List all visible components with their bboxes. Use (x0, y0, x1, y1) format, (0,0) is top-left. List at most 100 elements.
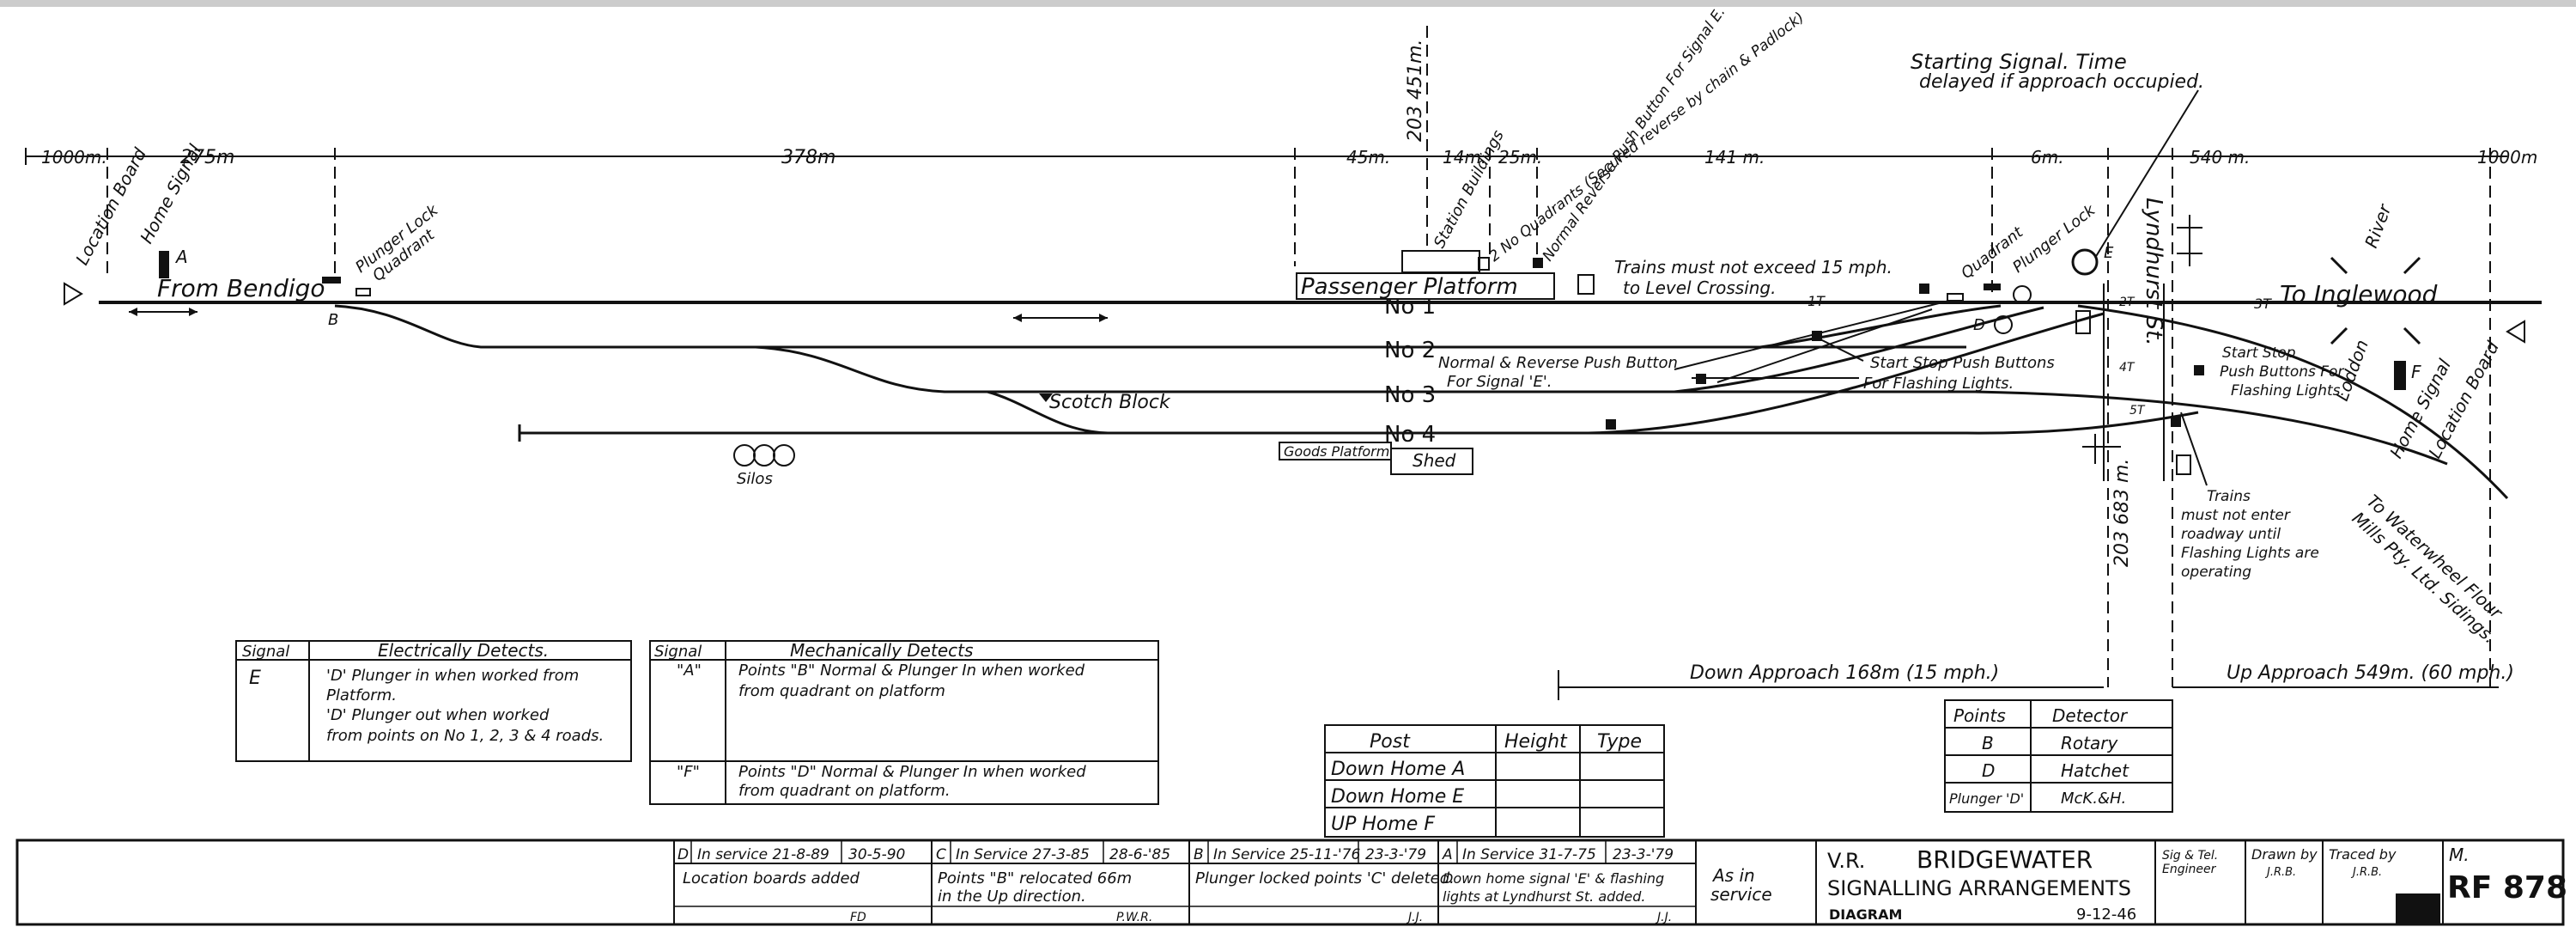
starting-signal-2: delayed if approach occupied. (1919, 71, 2204, 93)
svg-text:30-5-90: 30-5-90 (848, 846, 905, 863)
svg-text:DIAGRAM: DIAGRAM (1829, 906, 1902, 923)
dim-6: 6m. (2031, 147, 2064, 168)
title-block: D In service 21-8-89 30-5-90 Location bo… (15, 839, 2567, 926)
svg-text:FD: FD (850, 911, 866, 924)
silos: Silos (737, 470, 773, 488)
tracks (99, 301, 2542, 500)
start-stop-right-2: Push Buttons For (2220, 363, 2344, 381)
goods-platform: Goods Platform (1284, 443, 1389, 460)
svg-text:In Service 27-3-85: In Service 27-3-85 (956, 846, 1090, 863)
normal-reverse-pb-1: Normal & Reverse Push Button (1438, 354, 1678, 372)
track-4t: 4T (2119, 361, 2136, 375)
trains-not-enter-1: Trains (2207, 488, 2251, 505)
scotch-block-icon (1039, 393, 1053, 402)
svg-text:Hatchet: Hatchet (2061, 760, 2129, 781)
svg-text:Location boards added: Location boards added (683, 869, 860, 887)
signal-a-icon (159, 251, 169, 278)
road-4: No 4 (1384, 422, 1436, 448)
svg-text:"A": "A" (677, 662, 702, 680)
svg-text:D: D (677, 846, 689, 863)
trains-15mph-1: Trains must not exceed 15 mph. (1614, 257, 1893, 277)
road-3: No 3 (1384, 382, 1436, 408)
normal-reverse-pb-2: For Signal 'E'. (1447, 373, 1552, 391)
mech-detects-table: Signal Mechanically Detects "A" Points "… (649, 640, 1159, 805)
dim-14: 14m. (1443, 147, 1486, 168)
lyndhurst-st: Lyndhurst St. (2141, 198, 2166, 346)
scotch-block: Scotch Block (1049, 392, 1171, 413)
up-approach: Up Approach 549m. (60 mph.) (2227, 662, 2514, 684)
from-bendigo: From Bendigo (157, 274, 325, 302)
svg-text:Electrically Detects.: Electrically Detects. (378, 640, 549, 661)
as-in-service-1: As in (1711, 865, 1755, 886)
svg-text:J.J.: J.J. (1406, 911, 1423, 924)
svg-text:Detector: Detector (2052, 705, 2129, 726)
svg-text:Traced by: Traced by (2329, 846, 2397, 863)
svg-text:SIGNALLING ARRANGEMENTS: SIGNALLING ARRANGEMENTS (1827, 876, 2131, 900)
sig-tel-2: Engineer (2162, 863, 2217, 876)
start-stop-right-1: Start Stop (2222, 345, 2296, 362)
road-2: No 2 (1384, 338, 1436, 363)
svg-text:In Service 31-7-75: In Service 31-7-75 (1462, 846, 1596, 863)
svg-text:RF 878: RF 878 (2447, 870, 2567, 906)
trains-not-enter-4: Flashing Lights are (2181, 545, 2319, 562)
svg-text:M.: M. (2449, 845, 2470, 865)
svg-text:Rotary: Rotary (2061, 733, 2118, 753)
svg-text:Mechanically Detects: Mechanically Detects (790, 640, 973, 661)
push-button-icons (1533, 258, 2204, 475)
timer-icon (2013, 285, 2032, 304)
svg-text:23-3-'79: 23-3-'79 (1365, 846, 1426, 863)
dim-275: 275m (180, 147, 234, 168)
signal-f: F (2411, 362, 2421, 382)
dim-203451: 203 451m. (1405, 40, 1426, 142)
svg-text:'D' Plunger out when worked: 'D' Plunger out when worked (326, 706, 550, 724)
svg-text:Height: Height (1504, 731, 1568, 753)
svg-text:Points "D" Normal & Plunger In: Points "D" Normal & Plunger In when work… (738, 763, 1086, 781)
svg-text:J.J.: J.J. (1655, 911, 1672, 924)
svg-text:Signal: Signal (654, 643, 702, 661)
svg-text:B: B (1982, 733, 1994, 753)
post-table: Post Height Type Down Home A Down Home E… (1324, 724, 1665, 838)
down-approach: Down Approach 168m (15 mph.) (1690, 662, 1999, 684)
svg-text:Signal: Signal (242, 643, 289, 661)
svg-text:D: D (1982, 760, 1995, 781)
svg-text:P.W.R.: P.W.R. (1116, 911, 1152, 924)
svg-text:V.R.: V.R. (1827, 849, 1865, 873)
elec-detects-table: Signal Electrically Detects. E 'D' Plung… (235, 640, 632, 762)
dimension-line: 1000m. 275m 378m 45m. 14m. 25m. 141 m. 6… (25, 26, 2537, 687)
points-d: D (1973, 316, 1985, 334)
trains-not-enter-2: must not enter (2181, 507, 2291, 524)
svg-text:A: A (1442, 846, 1453, 863)
svg-text:Down Home E: Down Home E (1331, 786, 1464, 808)
signal-a: A (174, 247, 188, 267)
svg-text:in the Up direction.: in the Up direction. (938, 887, 1086, 906)
svg-text:Platform.: Platform. (326, 686, 397, 704)
detector-icon (1994, 315, 2013, 334)
signal-f-icon (2394, 361, 2406, 390)
points-b: B (328, 311, 338, 329)
dim-45: 45m. (1346, 147, 1390, 168)
svg-text:9-12-46: 9-12-46 (2076, 906, 2136, 924)
dim-1000a: 1000m. (41, 147, 107, 168)
plunger-lock-icon (322, 277, 341, 284)
plunger-icon (1984, 284, 2001, 290)
svg-text:Plunger locked points 'C' dele: Plunger locked points 'C' deleted. (1195, 869, 1455, 887)
dim-25: 25m. (1498, 147, 1542, 168)
svg-text:from points on No 1, 2, 3 & 4: from points on No 1, 2, 3 & 4 roads. (326, 727, 604, 745)
svg-text:In Service 25-11-'76: In Service 25-11-'76 (1213, 846, 1360, 863)
starting-signal: Starting Signal. Time (1911, 50, 2127, 74)
dim-141: 141 m. (1704, 147, 1765, 168)
start-stop-right-3: Flashing Lights. (2231, 382, 2345, 399)
points-table: Points Detector B Rotary D Hatchet Plung… (1944, 699, 2173, 813)
approaches: Down Approach 168m (15 mph.) Up Approach… (1558, 662, 2514, 700)
quadrant-icon (1947, 293, 1964, 302)
svg-text:Down home signal 'E' & flashin: Down home signal 'E' & flashing (1443, 870, 1664, 887)
trains-not-enter-5: operating (2181, 564, 2251, 581)
track-2t: 2T (2119, 296, 2136, 309)
svg-text:Post: Post (1370, 731, 1411, 753)
svg-text:In service 21-8-89: In service 21-8-89 (697, 846, 829, 863)
svg-text:C: C (936, 846, 946, 863)
passenger-platform: Passenger Platform (1301, 274, 1518, 300)
svg-text:McK.&H.: McK.&H. (2061, 790, 2126, 808)
starting-signal-icon (2071, 248, 2099, 276)
